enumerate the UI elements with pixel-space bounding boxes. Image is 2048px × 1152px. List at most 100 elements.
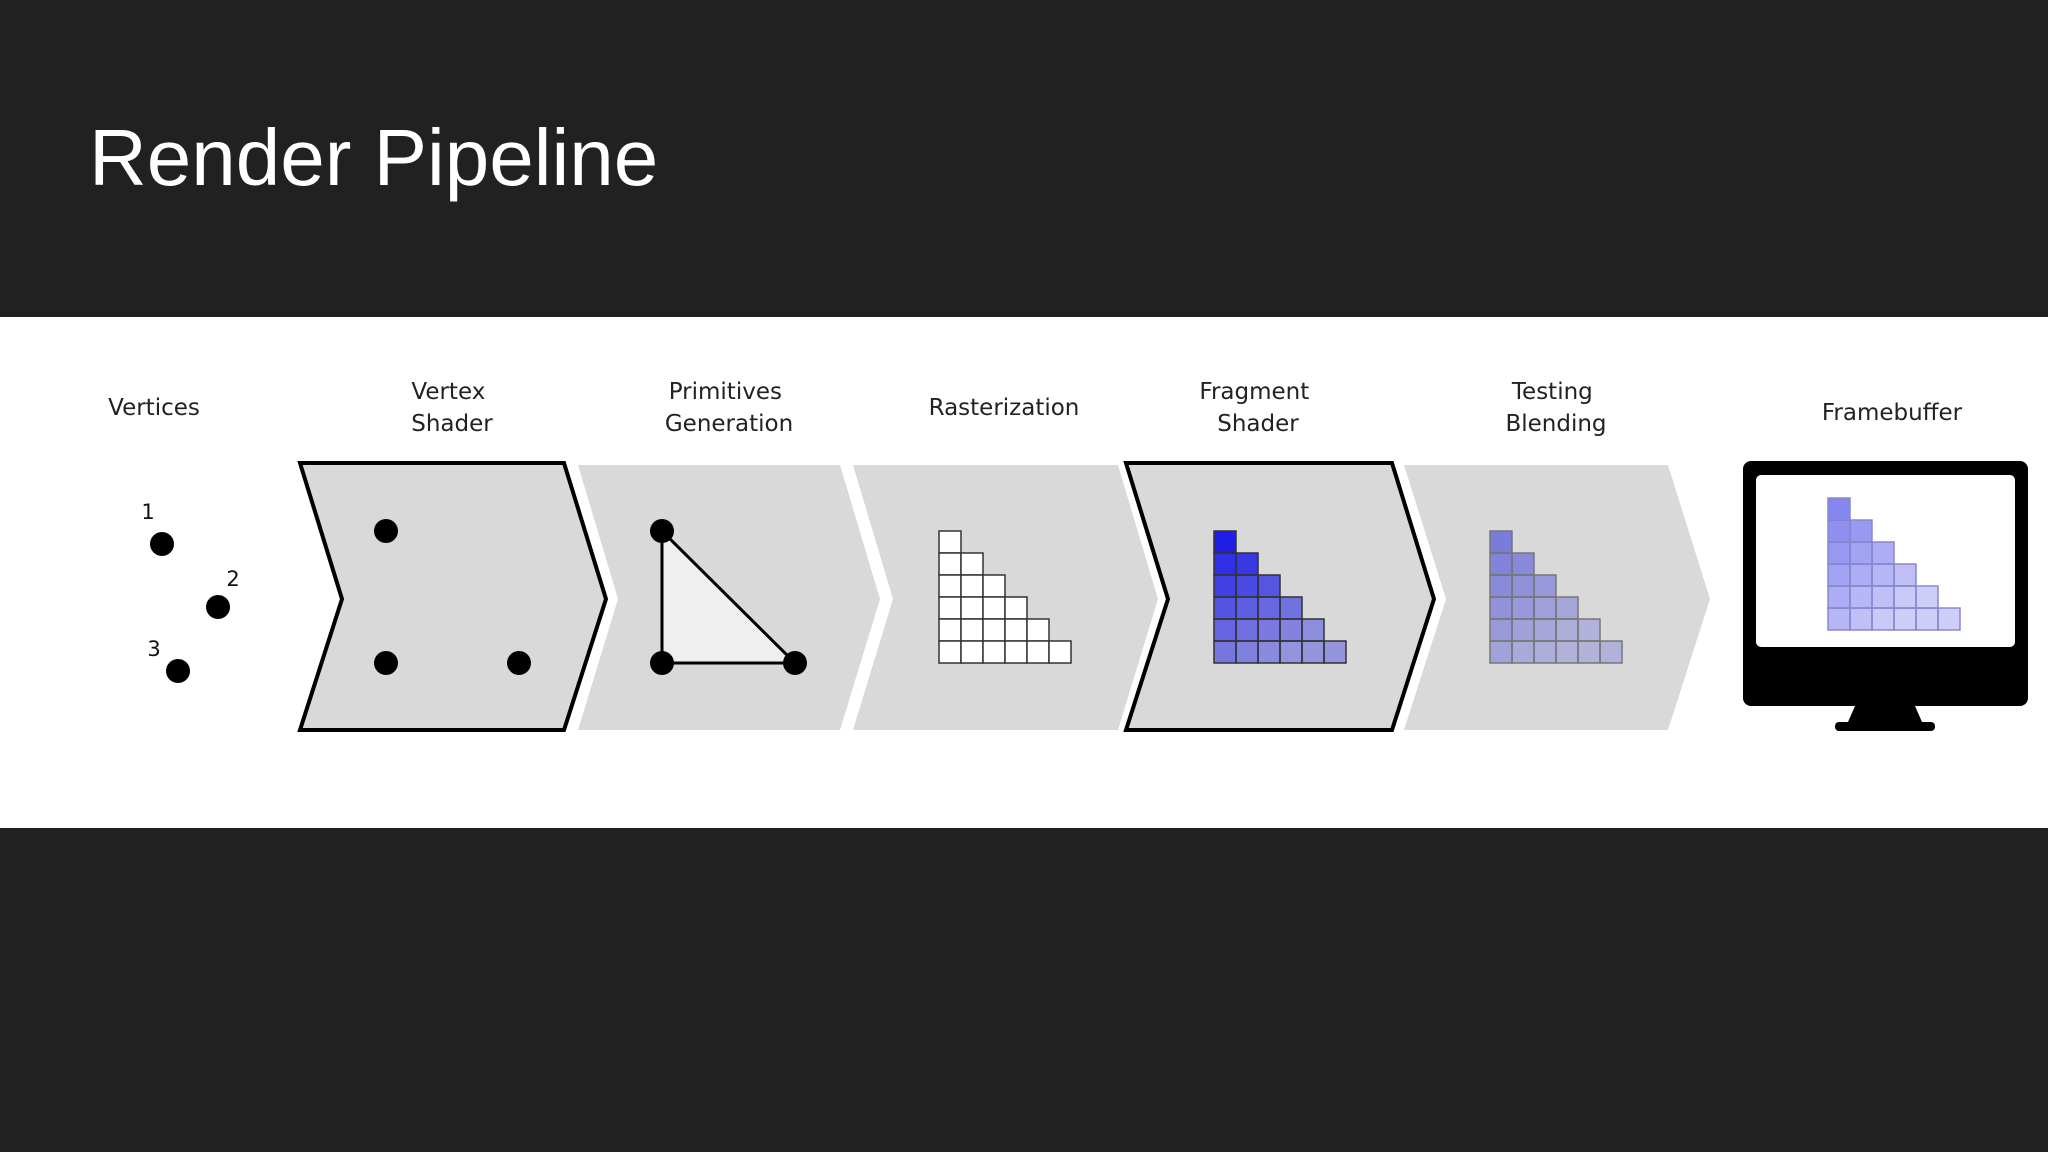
- stage-label-framebuffer: Framebuffer: [1822, 400, 1963, 426]
- fragment-cell: [1489, 552, 1513, 576]
- fragment-cell: [1937, 607, 1961, 631]
- fragment-cell: [1235, 640, 1259, 664]
- fragment-cell: [1257, 640, 1281, 664]
- vertex-dot-1: [150, 532, 174, 556]
- fragment-cell: [1004, 618, 1028, 642]
- fragment-cell: [1213, 640, 1237, 664]
- fragment-cell: [1871, 607, 1895, 631]
- fragment-cell: [1827, 563, 1851, 587]
- vertex-number-3: 3: [147, 637, 160, 661]
- vertex-number-1: 1: [141, 500, 154, 524]
- fragment-cell: [1849, 541, 1873, 565]
- stage-label-fragment-shader: Fragment Shader: [1199, 379, 1316, 437]
- stage-label-testing-blending: Testing Blending: [1505, 379, 1606, 437]
- slide-title: Render Pipeline: [89, 113, 659, 202]
- fragment-cell: [1301, 618, 1325, 642]
- fragment-cell: [1026, 640, 1050, 664]
- fragment-cell: [938, 640, 962, 664]
- shaded-fragments-grid: [1213, 530, 1347, 664]
- fragment-cell: [1827, 541, 1851, 565]
- fragment-cell: [1213, 530, 1237, 554]
- fragment-cell: [1827, 585, 1851, 609]
- fragment-cell: [1235, 596, 1259, 620]
- fragment-cell: [960, 552, 984, 576]
- fragment-cell: [1511, 552, 1535, 576]
- fragment-cell: [1849, 585, 1873, 609]
- fragment-cell: [1577, 640, 1601, 664]
- fragment-cell: [960, 574, 984, 598]
- primitive-triangle: [650, 519, 807, 675]
- fragment-cell: [1849, 519, 1873, 543]
- fragment-cell: [1533, 640, 1557, 664]
- vertex-dot-c: [507, 651, 531, 675]
- fragment-cell: [1279, 596, 1303, 620]
- vertex-number-2: 2: [226, 567, 239, 591]
- fragment-cell: [1511, 618, 1535, 642]
- fragment-cell: [982, 574, 1006, 598]
- fragment-cell: [1599, 640, 1623, 664]
- fragment-cell: [1827, 519, 1851, 543]
- fragment-cell: [1213, 574, 1237, 598]
- fragment-cell: [1893, 585, 1917, 609]
- fragment-cell: [1279, 618, 1303, 642]
- monitor-neck: [1848, 706, 1922, 722]
- fragment-cell: [1213, 618, 1237, 642]
- vertex-dot-a: [374, 519, 398, 543]
- triangle-vertex-1: [650, 519, 674, 543]
- framebuffer-pixels-grid: [1827, 497, 1961, 631]
- fragment-cell: [938, 596, 962, 620]
- fragment-cell: [1849, 607, 1873, 631]
- triangle-vertex-3: [783, 651, 807, 675]
- fragment-cell: [1279, 640, 1303, 664]
- fragment-cell: [1004, 640, 1028, 664]
- fragment-cell: [1235, 552, 1259, 576]
- fragment-cell: [1257, 574, 1281, 598]
- fragment-cell: [1489, 530, 1513, 554]
- fragment-cell: [1533, 618, 1557, 642]
- fragment-cell: [1827, 607, 1851, 631]
- fragment-cell: [1489, 596, 1513, 620]
- fragment-cell: [1871, 585, 1895, 609]
- stage-label-primitives-generation: Primitives Generation: [665, 379, 793, 437]
- fragment-cell: [1235, 618, 1259, 642]
- fragment-cell: [1511, 640, 1535, 664]
- fragment-cell: [1533, 596, 1557, 620]
- transformed-vertices: [374, 519, 531, 675]
- stage-label-vertices: Vertices: [108, 395, 200, 421]
- raw-vertices: 1 2 3: [141, 500, 240, 683]
- fragment-cell: [1301, 640, 1325, 664]
- fragment-cell: [1213, 552, 1237, 576]
- fragment-cell: [960, 618, 984, 642]
- fragment-cell: [1511, 574, 1535, 598]
- fragment-cell: [982, 596, 1006, 620]
- fragment-cell: [938, 574, 962, 598]
- fragment-cell: [960, 640, 984, 664]
- fragment-cell: [1257, 596, 1281, 620]
- fragment-cell: [1849, 563, 1873, 587]
- fragment-cell: [1893, 607, 1917, 631]
- stage-label-rasterization: Rasterization: [929, 395, 1080, 421]
- monitor-stand: [1835, 722, 1935, 731]
- fragment-cell: [1871, 541, 1895, 565]
- fragment-cell: [1577, 618, 1601, 642]
- fragment-cell: [1533, 574, 1557, 598]
- fragment-cell: [1555, 640, 1579, 664]
- fragment-cell: [1915, 585, 1939, 609]
- fragment-cell: [982, 618, 1006, 642]
- fragment-cell: [1871, 563, 1895, 587]
- vertex-dot-3: [166, 659, 190, 683]
- fragment-cell: [1235, 574, 1259, 598]
- fragment-cell: [1555, 596, 1579, 620]
- fragment-cell: [1489, 574, 1513, 598]
- fragment-cell: [1004, 596, 1028, 620]
- fragment-cell: [1213, 596, 1237, 620]
- fragment-cell: [938, 552, 962, 576]
- fragment-cell: [1257, 618, 1281, 642]
- fragment-cell: [960, 596, 984, 620]
- fragment-cell: [1827, 497, 1851, 521]
- fragment-cell: [938, 530, 962, 554]
- vertex-dot-b: [374, 651, 398, 675]
- fragment-cell: [1893, 563, 1917, 587]
- render-pipeline-diagram: Vertices Vertex Shader Primitives Genera…: [0, 317, 2048, 828]
- fragment-cell: [1026, 618, 1050, 642]
